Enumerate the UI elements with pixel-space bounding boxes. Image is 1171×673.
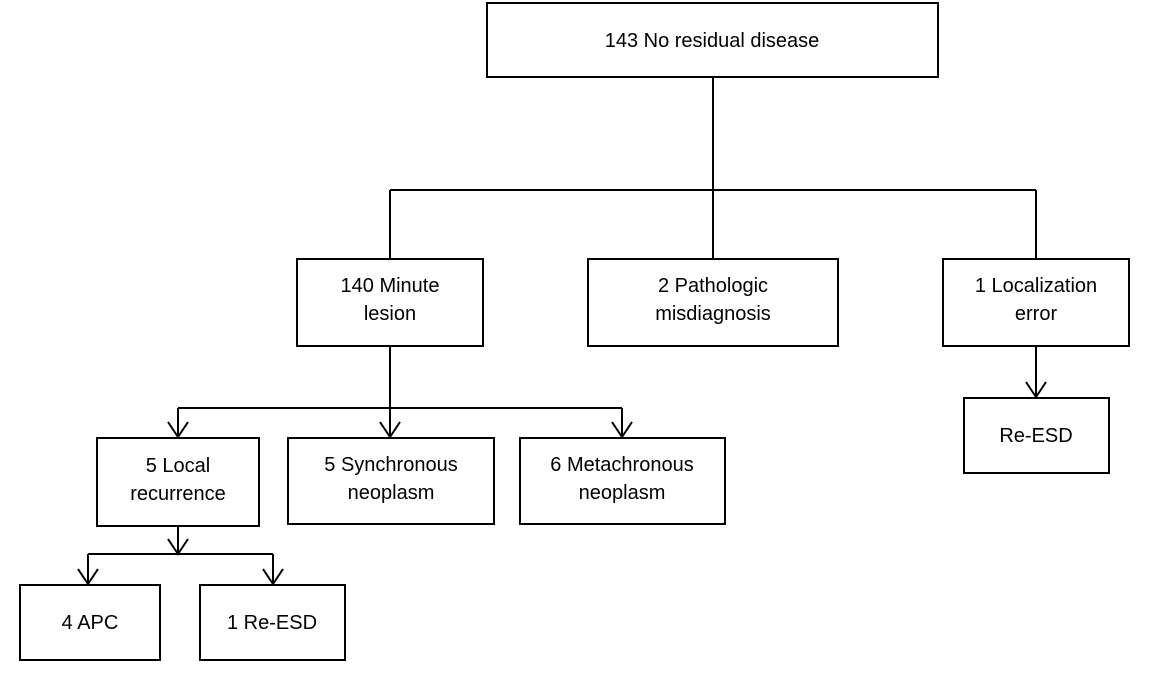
node-root: 143 No residual disease — [486, 2, 939, 78]
node-apc: 4 APC — [19, 584, 161, 661]
node-local-recurrence-line2: recurrence — [130, 483, 226, 505]
node-metachronous-neoplasm: 6 Metachronous neoplasm — [519, 437, 726, 525]
node-pathologic-line1: 2 Pathologic — [658, 275, 768, 297]
node-localization-line1: 1 Localization — [975, 275, 1097, 297]
node-apc-label: 4 APC — [62, 612, 119, 634]
node-metachronous-line2: neoplasm — [579, 482, 666, 504]
node-re-esd-left-label: 1 Re-ESD — [227, 612, 317, 634]
node-synchronous-line2: neoplasm — [348, 482, 435, 504]
node-metachronous-line1: 6 Metachronous — [550, 454, 693, 476]
node-local-recurrence: 5 Local recurrence — [96, 437, 260, 527]
node-minute-lesion: 140 Minute lesion — [296, 258, 484, 347]
node-local-recurrence-line1: 5 Local — [146, 455, 211, 477]
node-re-esd-right-label: Re-ESD — [999, 425, 1072, 447]
node-localization-error: 1 Localization error — [942, 258, 1130, 347]
node-localization-line2: error — [1015, 303, 1058, 325]
node-synchronous-neoplasm: 5 Synchronous neoplasm — [287, 437, 495, 525]
node-minute-lesion-line1: 140 Minute — [341, 275, 440, 297]
node-pathologic-line2: misdiagnosis — [655, 303, 771, 325]
node-synchronous-line1: 5 Synchronous — [324, 454, 457, 476]
node-root-label: 143 No residual disease — [605, 30, 820, 52]
node-pathologic-misdiagnosis: 2 Pathologic misdiagnosis — [587, 258, 839, 347]
node-re-esd-left: 1 Re-ESD — [199, 584, 346, 661]
node-re-esd-right: Re-ESD — [963, 397, 1110, 474]
node-minute-lesion-line2: lesion — [364, 303, 416, 325]
